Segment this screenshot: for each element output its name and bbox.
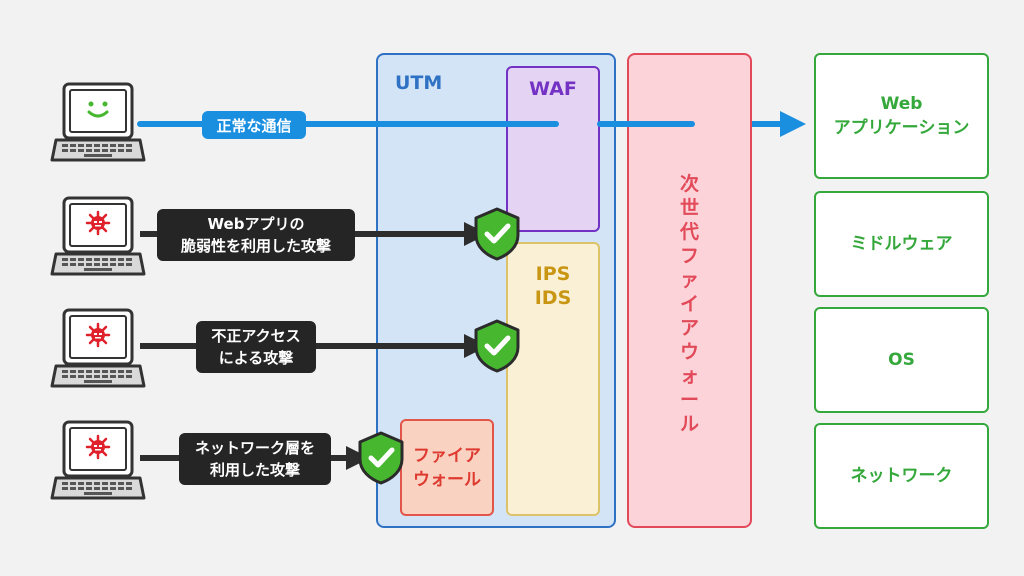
layer-web-line2: アプリケーション [833, 118, 970, 138]
ngfw-char: 次 [679, 173, 699, 195]
ips-ids-title: IPS IDS [506, 262, 600, 310]
ngfw-char: 世 [679, 197, 699, 219]
virus-laptop-icon [50, 196, 146, 276]
layer-os: OS [814, 307, 989, 413]
ngfw-char: フ [679, 245, 699, 267]
layer-os-label: OS [888, 350, 915, 370]
firewall-title: ファイア ウォール [400, 444, 494, 492]
ngfw-char: イ [679, 293, 699, 315]
attack-label-access-line1: 不正アクセス [211, 327, 301, 345]
ngfw-char: ル [679, 413, 699, 435]
layer-web-application: Web アプリケーション [814, 53, 989, 179]
shield-check-icon [476, 209, 518, 259]
virus-laptop-icon [50, 420, 146, 500]
ngfw-char: ー [679, 389, 699, 411]
waf-box [506, 66, 600, 232]
ids-label: IDS [534, 287, 572, 309]
layer-network-label: ネットワーク [850, 466, 953, 486]
layer-web-line1: Web [880, 94, 923, 114]
smiling-laptop-icon [50, 82, 146, 162]
ngfw-char: ア [679, 317, 699, 339]
firewall-label-line2: ウォール [413, 470, 481, 490]
firewall-label-line1: ファイア [413, 446, 481, 466]
attack-label-web: Webアプリの 脆弱性を利用した攻撃 [157, 209, 355, 261]
firewall-box [400, 419, 494, 516]
ngfw-title: 次 世 代 フ ァ イ ア ウ ォ ー ル [627, 172, 752, 436]
layer-middleware-label: ミドルウェア [850, 234, 953, 254]
ips-label: IPS [535, 263, 571, 285]
attack-label-web-line1: Webアプリの [207, 215, 305, 233]
ngfw-box [627, 53, 752, 528]
layer-middleware: ミドルウェア [814, 191, 989, 297]
attack-label-web-line2: 脆弱性を利用した攻撃 [180, 237, 331, 255]
ngfw-char: ウ [679, 341, 699, 363]
normal-traffic-label: 正常な通信 [202, 111, 306, 139]
shield-check-icon [476, 321, 518, 371]
attack-label-access-line2: による攻撃 [218, 349, 294, 367]
attack-label-network-line2: 利用した攻撃 [209, 461, 300, 479]
layer-network: ネットワーク [814, 423, 989, 529]
attack-label-network: ネットワーク層を 利用した攻撃 [179, 433, 331, 485]
ngfw-char: ォ [679, 365, 699, 387]
shield-check-icon [360, 433, 402, 483]
utm-title: UTM [395, 72, 443, 94]
ngfw-char: ァ [679, 269, 699, 291]
waf-title: WAF [529, 78, 577, 100]
attack-label-network-line1: ネットワーク層を [194, 439, 315, 457]
ips-ids-box [506, 242, 600, 516]
ngfw-char: 代 [679, 221, 699, 243]
attack-label-access: 不正アクセス による攻撃 [196, 321, 316, 373]
virus-laptop-icon [50, 308, 146, 388]
